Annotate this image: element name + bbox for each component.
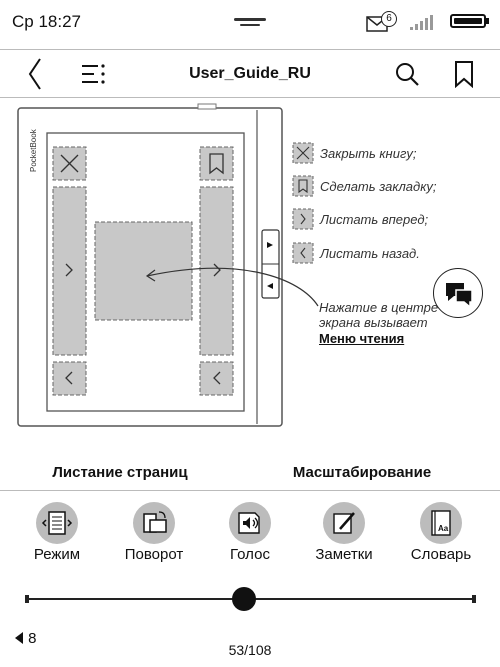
mode-label: Режим (33, 546, 81, 563)
page-turn-mode-tab[interactable]: Листание страниц (52, 464, 188, 481)
legend-close-text: Закрыть книгу; (320, 146, 417, 161)
slider-end-cap (472, 595, 476, 603)
notes-icon (323, 502, 365, 544)
dictionary-label: Словарь (410, 546, 472, 563)
notes-button[interactable]: Заметки (299, 502, 389, 568)
reading-menu-link[interactable]: Меню чтения (319, 331, 405, 346)
page-title: User_Guide_RU (189, 65, 311, 82)
divider (0, 97, 500, 98)
legend-forward-text: Листать вперед; (320, 212, 429, 227)
status-time: Ср 18:27 (12, 12, 81, 31)
voice-label: Голос (230, 546, 270, 563)
prev-zone-right (199, 361, 234, 396)
mode-icon (36, 502, 78, 544)
triangle-left-icon (15, 632, 23, 644)
pull-down-handle-line (240, 24, 260, 26)
legend-bookmark-text: Сделать закладку; (320, 179, 437, 194)
previous-page-button[interactable]: 8 (14, 630, 37, 647)
left-zone (52, 186, 87, 356)
prev-zone (52, 361, 87, 396)
contents-menu-icon[interactable] (80, 62, 106, 86)
back-icon[interactable] (20, 56, 50, 92)
notes-label: Заметки (315, 546, 373, 563)
right-zone (199, 186, 234, 356)
slider-start-cap (25, 595, 29, 603)
divider (0, 49, 500, 50)
bookmark-icon[interactable] (452, 60, 476, 88)
legend-back-text: Листать назад. (320, 246, 420, 261)
previous-page-number: 8 (28, 630, 37, 647)
battery-tip (486, 18, 489, 24)
battery-icon (450, 14, 486, 28)
voice-icon (229, 502, 271, 544)
center-note-line2: экрана вызывает (319, 315, 428, 330)
page-slider-handle[interactable] (231, 587, 256, 611)
signal-icon (410, 15, 433, 30)
rotate-icon (133, 502, 175, 544)
voice-button[interactable]: Голос (205, 502, 295, 568)
tap-zones-illustration: PocketBook (17, 103, 319, 427)
page-indicator: 53/108 (228, 642, 272, 658)
search-icon[interactable] (394, 61, 420, 87)
mode-button[interactable]: Режим (12, 502, 102, 568)
center-note-line1: Нажатие в центре (319, 300, 439, 315)
divider (0, 490, 500, 491)
pull-down-handle[interactable] (234, 18, 266, 21)
zoom-mode-tab[interactable]: Масштабирование (292, 464, 432, 481)
svg-text:Aa: Aa (438, 524, 449, 533)
comments-icon (446, 283, 473, 309)
battery-fill (454, 18, 482, 24)
rotate-label: Поворот (124, 546, 184, 563)
device-brand: PocketBook (29, 128, 38, 172)
rotate-button[interactable]: Поворот (109, 502, 199, 568)
dictionary-button[interactable]: Aa Словарь (396, 502, 486, 568)
dictionary-icon: Aa (420, 502, 462, 544)
bookmark-zone (199, 146, 234, 181)
comments-button[interactable] (433, 268, 483, 318)
notification-badge: 6 (381, 11, 397, 27)
